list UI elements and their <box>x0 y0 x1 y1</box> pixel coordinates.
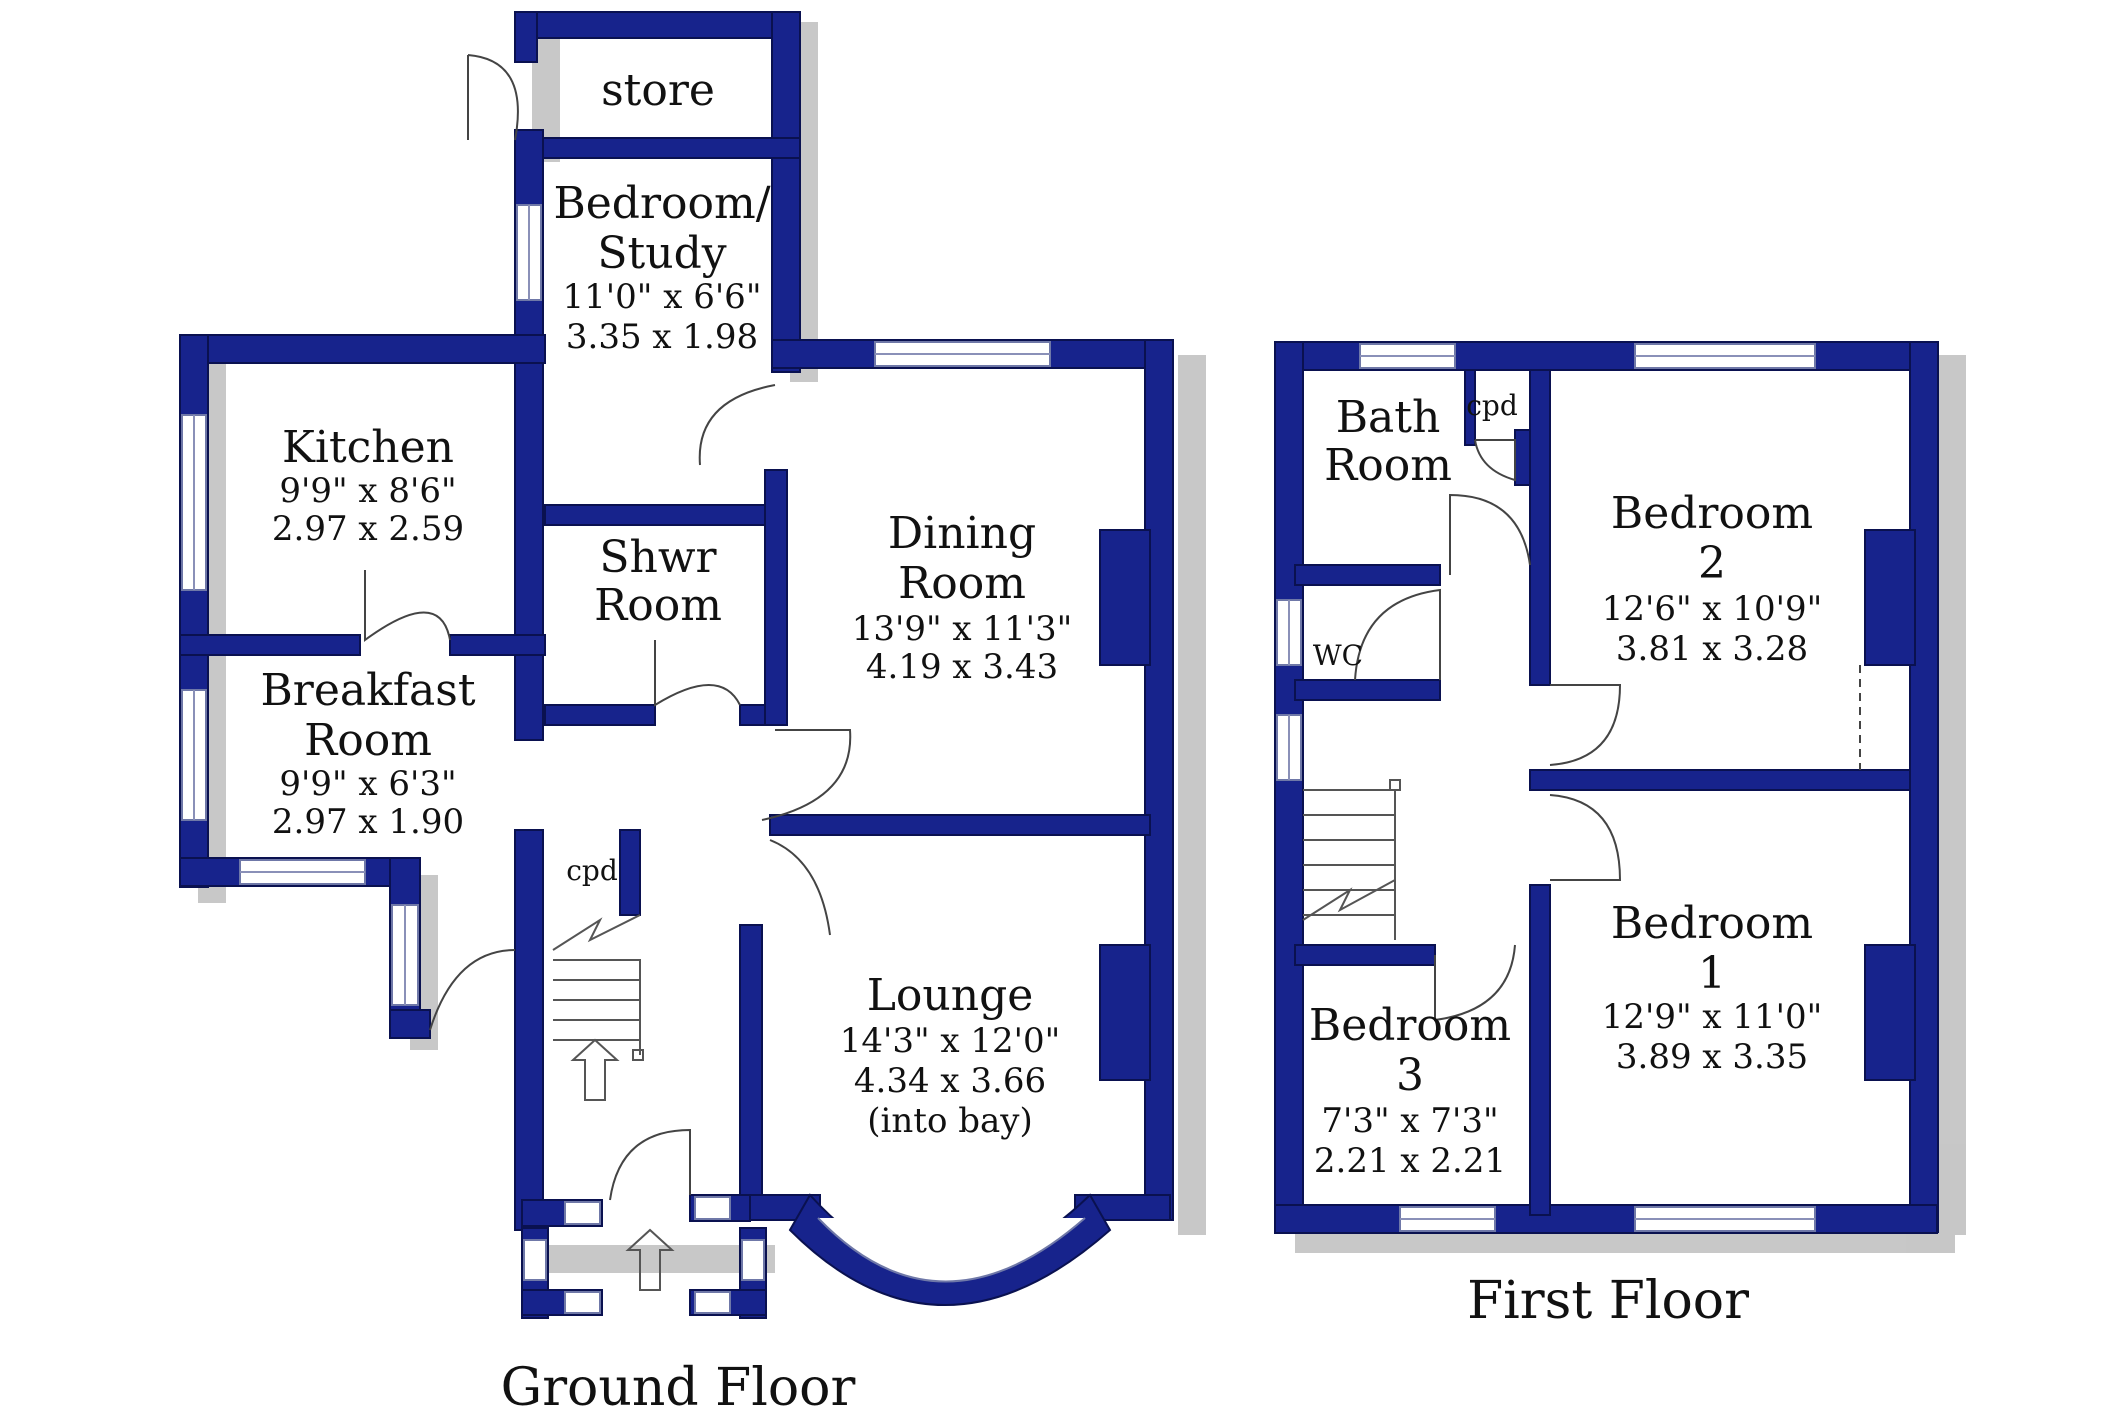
bath-room-name-line1: Bath <box>1336 392 1441 443</box>
bedroom2-name-line2: 2 <box>1698 538 1726 589</box>
bedroom1-metric: 3.89 x 3.35 <box>1616 1037 1808 1077</box>
kitchen-imperial: 9'9" x 8'6" <box>279 471 456 511</box>
bedroom2-metric: 3.81 x 3.28 <box>1616 629 1808 669</box>
bedroom-study-metric: 3.35 x 1.98 <box>566 317 758 357</box>
lounge-name: Lounge <box>867 970 1034 1021</box>
bedroom-study-imperial: 11'0" x 6'6" <box>563 277 762 317</box>
breakfast-room-name-line1: Breakfast <box>260 665 475 716</box>
kitchen-metric: 2.97 x 2.59 <box>272 509 464 549</box>
ground-floor-plan: store Bedroom/ Study 11'0" x 6'6" 3.35 x… <box>179 11 1206 1417</box>
ground-cpd-label: cpd <box>566 854 618 887</box>
breakfast-room-imperial: 9'9" x 6'3" <box>279 764 456 804</box>
store-label: store <box>601 65 715 116</box>
breakfast-room-name-line2: Room <box>304 715 432 766</box>
dining-room-imperial: 13'9" x 11'3" <box>852 609 1073 649</box>
bedroom3-metric: 2.21 x 2.21 <box>1314 1141 1506 1181</box>
first-cpd-label: cpd <box>1466 389 1518 422</box>
ground-floor-stairs <box>552 914 675 1291</box>
bedroom1-name-line1: Bedroom <box>1611 898 1813 949</box>
first-floor-plan: Bath Room cpd WC Bedroom 2 12'6" x 10'9"… <box>1274 341 1966 1331</box>
first-floor-stairs <box>1302 779 1401 940</box>
kitchen-name: Kitchen <box>282 422 454 473</box>
bedroom1-name-line2: 1 <box>1698 948 1726 999</box>
wc-label: WC <box>1313 639 1363 672</box>
ground-floor-title: Ground Floor <box>501 1358 856 1417</box>
bedroom2-name-line1: Bedroom <box>1611 488 1813 539</box>
dining-room-name-line1: Dining <box>888 508 1036 559</box>
dining-room-metric: 4.19 x 3.43 <box>866 647 1058 687</box>
shower-room-name-line2: Room <box>594 580 722 631</box>
bedroom-study-name-line2: Study <box>597 228 726 279</box>
bedroom-study-name-line1: Bedroom/ <box>553 178 770 229</box>
bedroom3-name-line1: Bedroom <box>1309 1000 1511 1051</box>
breakfast-room-metric: 2.97 x 1.90 <box>272 802 464 842</box>
lounge-metric: 4.34 x 3.66 <box>854 1061 1046 1101</box>
first-floor-title: First Floor <box>1467 1271 1749 1331</box>
lounge-note: (into bay) <box>867 1101 1032 1141</box>
dining-room-name-line2: Room <box>898 558 1026 609</box>
bedroom3-name-line2: 3 <box>1396 1050 1424 1101</box>
bedroom2-imperial: 12'6" x 10'9" <box>1602 589 1823 629</box>
shower-room-name-line1: Shwr <box>599 532 717 583</box>
bath-room-name-line2: Room <box>1324 440 1452 491</box>
bedroom1-imperial: 12'9" x 11'0" <box>1602 997 1823 1037</box>
lounge-imperial: 14'3" x 12'0" <box>840 1021 1061 1061</box>
bedroom3-imperial: 7'3" x 7'3" <box>1321 1101 1498 1141</box>
